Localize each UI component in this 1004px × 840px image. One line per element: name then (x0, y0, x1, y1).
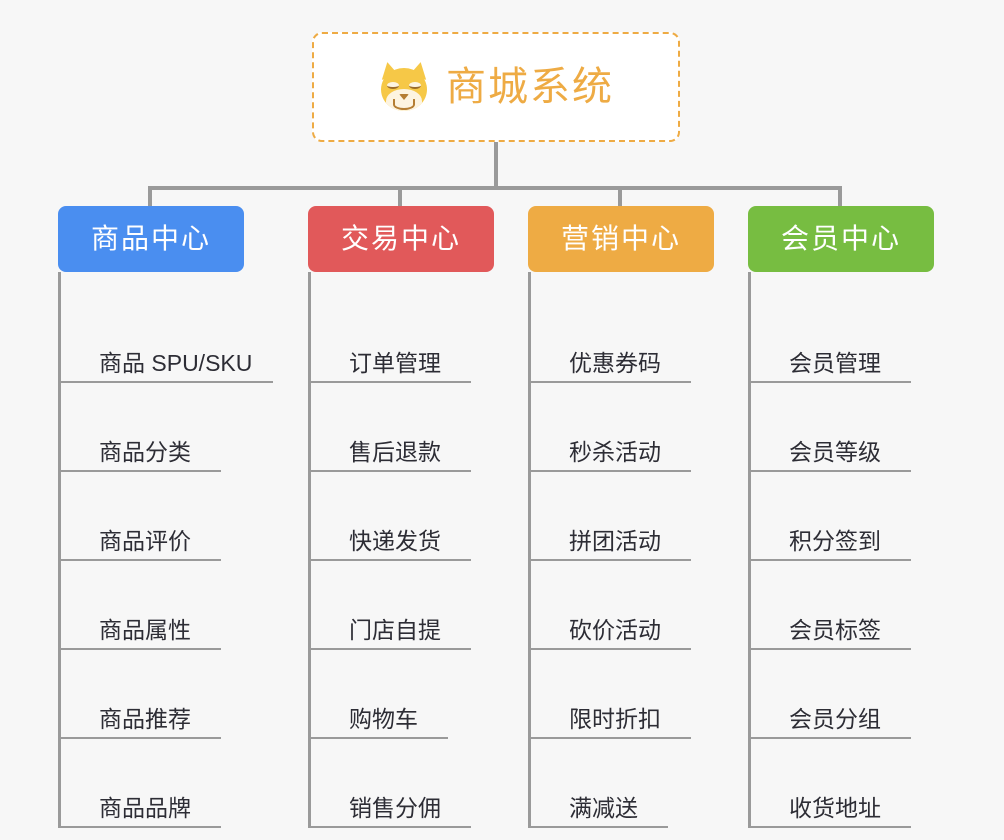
leaf-item-label: 门店自提 (349, 616, 441, 643)
leaf-item-label: 商品 SPU/SKU (99, 349, 253, 376)
leaf-item-label: 会员标签 (789, 616, 881, 643)
leaf-item-label: 商品推荐 (99, 705, 191, 732)
leaf-item-underline (61, 470, 221, 472)
leaf-item-underline (531, 737, 691, 739)
leaf-item[interactable]: 订单管理 (311, 294, 538, 383)
leaf-item[interactable]: 限时折扣 (531, 650, 758, 739)
leaf-item-label: 会员管理 (789, 349, 881, 376)
leaf-item[interactable]: 购物车 (311, 650, 538, 739)
leaf-item[interactable]: 商品品牌 (61, 739, 288, 828)
leaf-item-label: 秒杀活动 (569, 438, 661, 465)
leaf-item[interactable]: 售后退款 (311, 383, 538, 472)
connector-drop-3 (618, 186, 622, 208)
leaf-item-underline (61, 826, 221, 828)
leaf-item-label: 会员等级 (789, 438, 881, 465)
leaf-item-underline (61, 737, 221, 739)
shiba-inu-icon (378, 60, 430, 112)
leaf-item[interactable]: 收货地址 (751, 739, 978, 828)
leaf-item-underline (311, 470, 471, 472)
leaf-item-underline (531, 648, 691, 650)
leaf-item[interactable]: 优惠券码 (531, 294, 758, 383)
leaf-item-underline (751, 381, 911, 383)
branch-header-label: 会员中心 (780, 223, 901, 254)
leaf-item[interactable]: 积分签到 (751, 472, 978, 561)
leaf-item-underline (531, 470, 691, 472)
leaf-item-label: 拼团活动 (569, 527, 661, 554)
branch-header-label: 交易中心 (340, 223, 461, 254)
leaf-item-label: 商品属性 (99, 616, 191, 643)
leaf-item[interactable]: 商品评价 (61, 472, 288, 561)
branch-column: 商品中心商品 SPU/SKU 商品分类商品评价商品属性商品推荐商品品牌 (58, 206, 288, 828)
leaf-item-label: 销售分佣 (349, 794, 441, 821)
branch-header-1[interactable]: 商品中心 (58, 206, 244, 272)
leaf-item[interactable]: 销售分佣 (311, 739, 538, 828)
leaf-item-label: 商品评价 (99, 527, 191, 554)
leaf-item-label: 商品分类 (99, 438, 191, 465)
branch-column: 营销中心优惠券码秒杀活动拼团活动砍价活动限时折扣满减送 (528, 206, 758, 828)
leaf-item[interactable]: 商品分类 (61, 383, 288, 472)
branch-header-2[interactable]: 交易中心 (308, 206, 494, 272)
branch-header-label: 营销中心 (560, 223, 681, 254)
leaf-item[interactable]: 商品属性 (61, 561, 288, 650)
leaf-item-label: 售后退款 (349, 438, 441, 465)
leaf-item-underline (311, 381, 471, 383)
leaf-item-underline (311, 559, 471, 561)
leaf-item-underline (751, 826, 911, 828)
connector-root-stem (494, 142, 498, 190)
leaf-item-underline (751, 737, 911, 739)
leaf-item-underline (531, 559, 691, 561)
leaf-item[interactable]: 砍价活动 (531, 561, 758, 650)
branch-column: 会员中心会员管理会员等级积分签到会员标签会员分组收货地址 (748, 206, 978, 828)
leaf-item-underline (61, 381, 273, 383)
branch-header-4[interactable]: 会员中心 (748, 206, 934, 272)
leaf-list: 优惠券码秒杀活动拼团活动砍价活动限时折扣满减送 (528, 272, 758, 828)
leaf-item-label: 商品品牌 (99, 794, 191, 821)
leaf-list: 订单管理售后退款快递发货门店自提购物车销售分佣 (308, 272, 538, 828)
leaf-item[interactable]: 门店自提 (311, 561, 538, 650)
leaf-item[interactable]: 商品 SPU/SKU (61, 294, 288, 383)
leaf-item[interactable]: 满减送 (531, 739, 758, 828)
leaf-item-label: 购物车 (349, 705, 418, 732)
leaf-list: 商品 SPU/SKU 商品分类商品评价商品属性商品推荐商品品牌 (58, 272, 288, 828)
leaf-list: 会员管理会员等级积分签到会员标签会员分组收货地址 (748, 272, 978, 828)
leaf-item-underline (531, 381, 691, 383)
branch-column: 交易中心订单管理售后退款快递发货门店自提购物车销售分佣 (308, 206, 538, 828)
branch-header-label: 商品中心 (90, 223, 211, 254)
root-node[interactable]: 商城系统 (312, 32, 680, 142)
connector-drop-1 (148, 186, 152, 208)
leaf-item[interactable]: 秒杀活动 (531, 383, 758, 472)
leaf-item-underline (751, 648, 911, 650)
leaf-item-underline (751, 559, 911, 561)
leaf-item-underline (61, 648, 221, 650)
leaf-item[interactable]: 商品推荐 (61, 650, 288, 739)
branch-header-3[interactable]: 营销中心 (528, 206, 714, 272)
leaf-item-label: 优惠券码 (569, 349, 661, 376)
connector-drop-2 (398, 186, 402, 208)
leaf-item-label: 砍价活动 (569, 616, 661, 643)
leaf-item-label: 积分签到 (789, 527, 881, 554)
leaf-item-label: 收货地址 (789, 794, 881, 821)
leaf-item[interactable]: 会员管理 (751, 294, 978, 383)
leaf-item[interactable]: 会员分组 (751, 650, 978, 739)
leaf-item-underline (61, 559, 221, 561)
leaf-item-underline (751, 470, 911, 472)
leaf-item-label: 满减送 (569, 794, 638, 821)
leaf-item-label: 订单管理 (349, 349, 441, 376)
root-title: 商城系统 (446, 65, 614, 109)
leaf-item-underline (311, 648, 471, 650)
connector-drop-4 (838, 186, 842, 208)
leaf-item-label: 会员分组 (789, 705, 881, 732)
leaf-item[interactable]: 会员等级 (751, 383, 978, 472)
leaf-item[interactable]: 快递发货 (311, 472, 538, 561)
leaf-item[interactable]: 会员标签 (751, 561, 978, 650)
leaf-item-label: 限时折扣 (569, 705, 661, 732)
connector-bus (150, 186, 842, 190)
leaf-item-underline (311, 737, 448, 739)
leaf-item[interactable]: 拼团活动 (531, 472, 758, 561)
leaf-item-underline (531, 826, 668, 828)
leaf-item-label: 快递发货 (349, 527, 441, 554)
leaf-item-underline (311, 826, 471, 828)
